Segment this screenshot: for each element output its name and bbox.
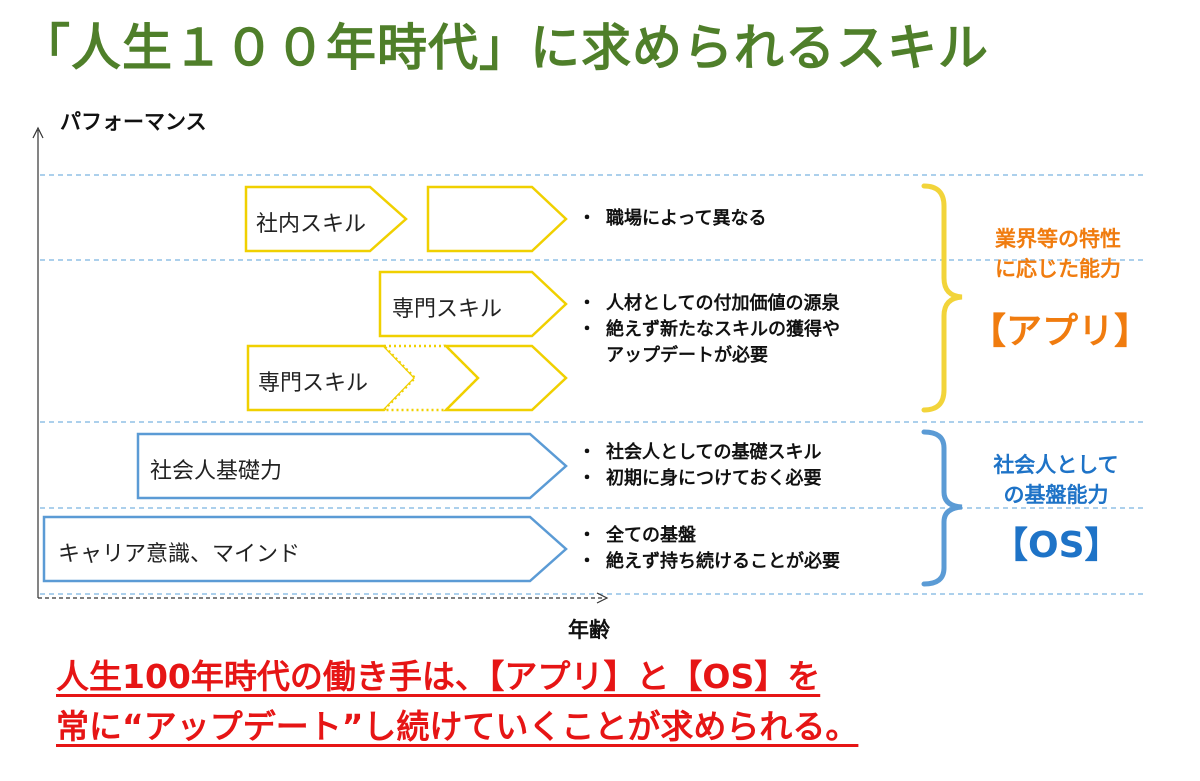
arrow-shape-empty xyxy=(426,185,568,253)
arrow-shape-career xyxy=(42,515,568,583)
list-item: アップデートが必要 xyxy=(606,345,768,366)
list-item: ・絶えず持ち続けることが必要 xyxy=(578,551,840,572)
app-category-label: 業界等の特性 に応じた能力 xyxy=(968,224,1148,284)
page-title: 「人生１００年時代」に求められるスキル xyxy=(20,19,989,77)
app-tag: 【アプリ】 xyxy=(970,311,1151,352)
arrow-shape-basic xyxy=(136,432,568,500)
list-item: ・人材としての付加価値の源泉 xyxy=(578,293,840,314)
os-category-label: 社会人として の基盤能力 xyxy=(966,450,1146,510)
list-item: ・初期に身につけておく必要 xyxy=(578,468,822,489)
arrow-label-career-mindset: キャリア意識、マインド xyxy=(58,542,301,567)
yellow-curly-bracket xyxy=(921,183,963,413)
arrow-label-basic-ability: 社会人基礎力 xyxy=(150,459,283,484)
os-category-line2: の基盤能力 xyxy=(1003,483,1109,507)
bullet-list-specialist: ・人材としての付加価値の源泉 ・絶えず新たなスキルの獲得や アップデートが必要 xyxy=(568,291,840,369)
conclusion-line1: 人生100年時代の働き手は、【アプリ】と【OS】を xyxy=(56,657,821,696)
y-axis-arrowhead xyxy=(32,126,44,139)
arrow-shape-specialist-3 xyxy=(442,344,568,412)
y-axis-label: パフォーマンス xyxy=(60,110,207,134)
bullet-list-internal: ・職場によって異なる xyxy=(568,206,767,232)
x-axis-label: 年齢 xyxy=(568,618,610,642)
conclusion-text: 人生100年時代の働き手は、【アプリ】と【OS】を 常に“アップデート”し続けて… xyxy=(56,652,858,752)
list-item: ・職場によって異なる xyxy=(578,208,767,229)
conclusion-line2: 常に“アップデート”し続けていくことが求められる。 xyxy=(56,707,859,746)
arrow-shape-social-internal xyxy=(244,185,408,253)
os-category-line1: 社会人として xyxy=(993,453,1119,477)
bullet-list-career: ・全ての基盤 ・絶えず持ち続けることが必要 xyxy=(568,523,840,575)
list-item: ・社会人としての基礎スキル xyxy=(578,442,822,463)
arrow-label-specialist-skill-2: 専門スキル xyxy=(258,371,369,396)
blue-curly-bracket xyxy=(921,429,963,587)
os-tag: 【OS】 xyxy=(992,525,1121,566)
x-axis-arrowhead xyxy=(596,592,609,604)
bullet-list-basic: ・社会人としての基礎スキル ・初期に身につけておく必要 xyxy=(568,440,821,492)
arrow-label-internal-skill: 社内スキル xyxy=(256,212,367,237)
list-item: ・全ての基盤 xyxy=(578,525,696,546)
arrow-shape-specialist-1 xyxy=(378,270,568,338)
list-item: ・絶えず新たなスキルの獲得や xyxy=(578,319,840,340)
app-category-line1: 業界等の特性 xyxy=(995,227,1121,251)
arrow-label-specialist-skill: 専門スキル xyxy=(392,297,503,322)
app-category-line2: に応じた能力 xyxy=(995,257,1121,281)
